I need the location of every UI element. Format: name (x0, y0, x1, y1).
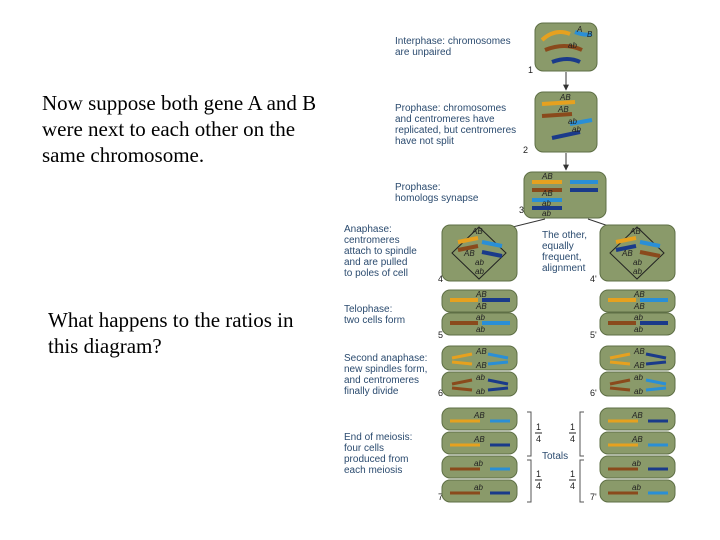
fraction-numerator: 1 (570, 469, 575, 479)
gene-label: A (576, 25, 582, 34)
gene-label: ab (475, 258, 484, 267)
gene-label: AB (557, 105, 569, 114)
fraction-denominator: 4 (536, 434, 541, 444)
cell-telophase-right: AB AB ab ab (599, 289, 676, 336)
gene-label: B (587, 30, 593, 39)
gene-label: ab (476, 325, 485, 334)
slide-text-ratio-question: What happens to the ratios in this diagr… (48, 308, 294, 358)
gene-label: ab (634, 325, 643, 334)
gene-label: AB (631, 435, 643, 444)
gene-label: AB (463, 249, 475, 258)
gene-label: ab (634, 313, 643, 322)
stage-number-7: 7 (438, 492, 443, 502)
gene-label: AB (473, 435, 485, 444)
stage-label-second-anaphase: Second anaphase: new spindles form, and … (344, 353, 430, 397)
fraction-denominator: 4 (536, 481, 541, 491)
gene-label: AB (475, 347, 487, 356)
cell-telophase-left: AB AB ab ab (441, 289, 518, 336)
gene-label: ab (632, 483, 641, 492)
stage-number-3: 3 (519, 205, 524, 215)
gene-label: ab (476, 387, 485, 396)
gene-label: ab (634, 373, 643, 382)
totals-annotation: 1 4 1 4 1 4 1 4 Totals (527, 411, 584, 503)
stage-number-6: 6 (438, 388, 443, 398)
gene-label: AB (633, 290, 645, 299)
fraction-numerator: 1 (536, 469, 541, 479)
stage-number-5: 5 (438, 330, 443, 340)
cell-anaphase-right: AB AB ab ab (599, 224, 676, 282)
gene-label: AB (631, 411, 643, 420)
cell-prophase-synapse: AB AB ab ab (523, 171, 607, 219)
gene-label: AB (633, 347, 645, 356)
cell-anaphase-left: AB AB ab ab (441, 224, 518, 282)
totals-label: Totals (542, 451, 568, 462)
gene-label: AB (621, 249, 633, 258)
meiosis-diagram: Interphase: chromosomes are unpaired Pro… (344, 22, 676, 503)
gene-label: AB (633, 361, 645, 370)
final-cells-right: AB AB ab ab (599, 407, 676, 503)
fraction-numerator: 1 (536, 422, 541, 432)
gene-label: AB (473, 411, 485, 420)
gene-label: ab (572, 125, 581, 134)
gene-label: ab (475, 267, 484, 276)
fraction-denominator: 4 (570, 434, 575, 444)
stage-number-7-prime: 7' (590, 492, 597, 502)
stage-label-anaphase: Anaphase: centromeres attach to spindle … (344, 224, 420, 279)
gene-label: ab (633, 267, 642, 276)
gene-label: ab (542, 209, 551, 218)
gene-label: AB (629, 227, 641, 236)
gene-label: AB (541, 172, 553, 181)
final-cells-left: AB AB ab ab (441, 407, 518, 503)
other-alignment-label: The other, equally frequent, alignment (542, 230, 590, 274)
gene-label: AB (475, 361, 487, 370)
fraction-numerator: 1 (570, 422, 575, 432)
stage-label-prophase-synapse: Prophase: homologs synapse (395, 182, 479, 204)
stage-label-telophase: Telophase: two cells form (344, 304, 405, 326)
gene-label: ab (542, 199, 551, 208)
fraction-denominator: 4 (570, 481, 575, 491)
gene-label: ab (474, 459, 483, 468)
stage-label-prophase-replicated: Prophase: chromosomes and centromeres ha… (395, 103, 519, 147)
gene-label: ab (476, 313, 485, 322)
gene-label: ab (632, 459, 641, 468)
cell-second-anaphase-right: AB AB ab ab (599, 345, 676, 397)
gene-label: AB (475, 290, 487, 299)
gene-label: ab (476, 373, 485, 382)
stage-number-5-prime: 5' (590, 330, 597, 340)
stage-number-4-prime: 4' (590, 274, 597, 284)
gene-label: ab (568, 117, 577, 126)
gene-label: ab (568, 41, 577, 50)
stage-number-2: 2 (523, 145, 528, 155)
gene-label: AB (559, 93, 571, 102)
gene-label: AB (475, 302, 487, 311)
gene-label: AB (633, 302, 645, 311)
gene-label: AB (471, 227, 483, 236)
gene-label: ab (634, 387, 643, 396)
cell-second-anaphase-left: AB AB ab ab (441, 345, 518, 397)
cell-interphase: A B ab (534, 22, 598, 72)
gene-label: ab (633, 258, 642, 267)
stage-number-4: 4 (438, 274, 443, 284)
stage-number-1: 1 (528, 65, 533, 75)
cell-prophase-replicated: AB AB ab ab (534, 91, 598, 153)
stage-label-end-meiosis: End of meiosis: four cells produced from… (344, 432, 415, 476)
stage-label-interphase: Interphase: chromosomes are unpaired (395, 36, 513, 58)
gene-label: ab (474, 483, 483, 492)
slide-text-question: Now suppose both gene A and B were next … (42, 91, 317, 167)
stage-number-6-prime: 6' (590, 388, 597, 398)
gene-label: AB (541, 189, 553, 198)
